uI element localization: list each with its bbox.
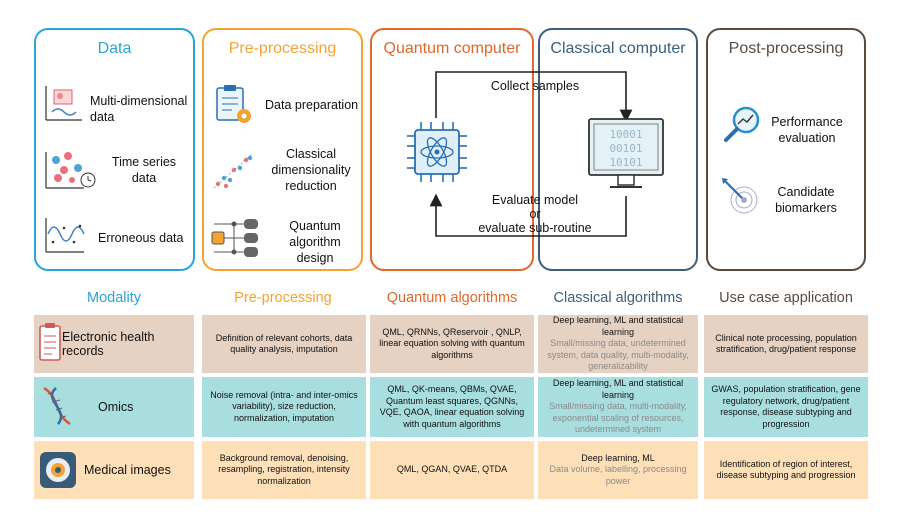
header-use-case: Use case application [719,290,853,306]
header-modality: Modality [87,290,141,306]
row-images-classical: Deep learning, ML Data volume, labelling… [538,441,698,499]
preprocessing-panel: Pre-processing [202,28,363,271]
preprocessing-item-2: Quantum algorithm design [289,219,341,265]
row-omics-preprocessing: Noise removal (intra- and inter-omics va… [202,377,366,437]
binary-row-1: 00101 [609,142,642,155]
quantum-panel-title: Quantum computer [383,40,521,57]
row-images-quantum: QML, QGAN, QVAE, QTDA [370,441,534,499]
postprocessing-item-0: Performance evaluation [771,115,843,145]
preprocessing-panel-title: Pre-processing [228,40,337,57]
row-omics-classical-challenges: Small/missing data, multi-modality, expo… [549,401,687,435]
evaluate-or-label: or [529,207,541,221]
scanner-icon [40,452,76,488]
row-images-preprocessing: Background removal, denoising, resamplin… [202,441,366,499]
row-ehr-preprocessing-text: Definition of relevant cohorts, data qua… [215,332,353,355]
data-panel: Data [34,28,195,271]
table-row-ehr [34,315,868,373]
health-record-icon [39,323,61,361]
monitor-icon: 10001 00101 10101 [588,118,664,188]
evaluate-model-label: Evaluate model [491,193,579,207]
row-ehr-use-case-text: Clinical note processing, population str… [715,332,857,355]
dna-icon [43,386,71,426]
circuit-design-icon [211,219,258,257]
classical-panel-title: Classical computer [550,40,686,57]
header-preprocessing: Pre-processing [234,290,332,306]
row-images-use-case-text: Identification of region of interest, di… [716,458,856,481]
scatter-line-icon [213,153,253,189]
collect-samples-label: Collect samples [490,79,580,93]
header-quantum-algorithms: Quantum algorithms [386,290,518,306]
postprocessing-panel-title: Post-processing [728,40,844,57]
postprocessing-panel: Post-processing [706,28,866,271]
chart-icon [45,86,82,121]
clipboard-gear-icon [216,85,251,123]
binary-row-0: 10001 [609,128,642,141]
postprocessing-item-1: Candidate biomarkers [775,185,837,215]
waveform-icon [45,218,85,253]
magnifier-chart-icon [724,106,760,142]
row-omics-quantum: QML, QK-means, QBMs, QVAE, Quantum least… [370,377,534,437]
row-ehr-preprocessing: Definition of relevant cohorts, data qua… [202,315,366,373]
row-images-modality: Medical images [84,463,171,477]
row-ehr-quantum: QML, QRNNs, QReservoir , QNLP, linear eq… [370,315,534,373]
row-ehr-classical-challenges: Small/missing data, undetermined system,… [547,338,689,372]
row-images-classical-main: Deep learning, ML [581,452,655,463]
row-images-classical-challenges: Data volume, labelling, processing power [549,464,687,486]
preprocessing-item-1: Classical dimensionality reduction [271,147,351,193]
data-item-1: Time series data [111,155,177,185]
row-ehr-classical-main: Deep learning, ML and statistical learni… [552,315,684,337]
row-omics-use-case: GWAS, population stratification, gene re… [704,377,868,437]
row-ehr-classical: Deep learning, ML and statistical learni… [538,315,698,373]
row-ehr-modality: Electronic health records [62,330,155,358]
row-omics-preprocessing-text: Noise removal (intra- and inter-omics va… [210,389,358,423]
scatter-plot-icon [45,152,96,189]
row-ehr-use-case: Clinical note processing, population str… [704,315,868,373]
row-omics-classical-main: Deep learning, ML and statistical learni… [552,378,684,400]
evaluate-subroutine-label: evaluate sub-routine [478,221,592,235]
row-images-preprocessing-text: Background removal, denoising, resamplin… [218,452,350,486]
data-item-2: Erroneous data [98,231,184,245]
table-row-medical-images [34,441,868,499]
row-omics-modality: Omics [98,400,134,414]
classical-panel: Classical computer [538,28,698,271]
data-item-0: Multi-dimensional data [90,94,188,124]
row-images-quantum-text: QML, QGAN, QVAE, QTDA [396,464,508,475]
row-ehr-quantum-text: QML, QRNNs, QReservoir , QNLP, linear eq… [379,326,525,360]
table-row-omics [34,377,868,437]
row-images-use-case: Identification of region of interest, di… [704,441,868,499]
preprocessing-item-0: Data preparation [265,98,359,112]
binary-row-2: 10101 [609,156,642,169]
target-icon [722,178,758,214]
header-classical-algorithms: Classical algorithms [553,290,683,306]
row-omics-classical: Deep learning, ML and statistical learni… [538,377,698,437]
quantum-chip-icon [407,122,467,182]
row-omics-quantum-text: QML, QK-means, QBMs, QVAE, Quantum least… [379,384,525,429]
row-omics-use-case-text: GWAS, population stratification, gene re… [711,384,861,429]
data-panel-title: Data [97,40,132,57]
quantum-panel: Quantum computer [370,28,534,271]
